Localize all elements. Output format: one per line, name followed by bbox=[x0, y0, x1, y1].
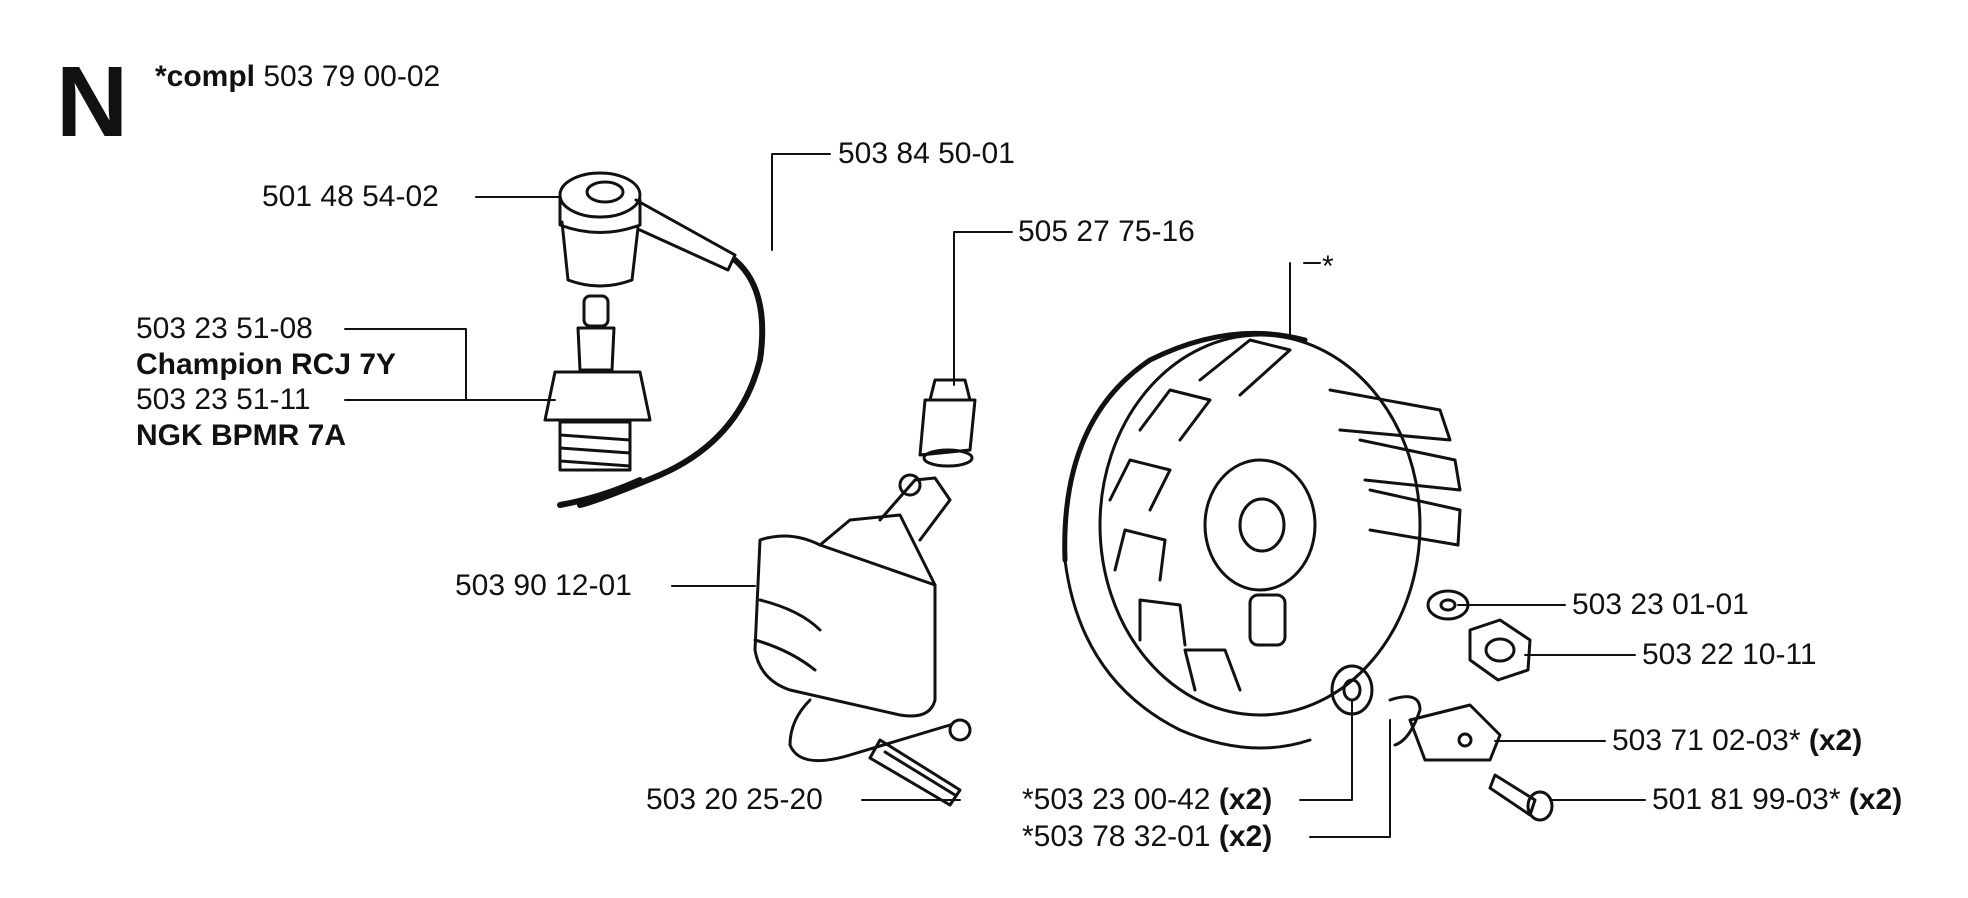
nut-drawing bbox=[1468, 618, 1532, 682]
callout-pawl-washer[interactable]: *503 23 00-42 (x2) bbox=[1022, 783, 1272, 817]
callout-plug-2-number[interactable]: 503 23 51-11 bbox=[136, 383, 311, 416]
ignition-module-drawing bbox=[753, 473, 972, 807]
leader-lines bbox=[344, 153, 1646, 838]
callout-lead-terminal[interactable]: 505 27 75-16 bbox=[1018, 215, 1195, 248]
spark-cap-drawing bbox=[558, 171, 737, 288]
pawl-spring-number: *503 78 32-01 bbox=[1022, 820, 1211, 853]
pawl-drawing bbox=[1408, 703, 1502, 762]
washer-drawing bbox=[1426, 589, 1470, 621]
callout-pawl-spring[interactable]: *503 78 32-01 (x2) bbox=[1022, 820, 1272, 854]
pawl-screw-qty: (x2) bbox=[1848, 783, 1903, 816]
complete-assembly-label: *compl 503 79 00-02 bbox=[155, 60, 440, 94]
callout-nut[interactable]: 503 22 10-11 bbox=[1642, 638, 1817, 671]
pawl-washer-qty: (x2) bbox=[1218, 783, 1273, 816]
callout-pawl-screw[interactable]: 501 81 99-03* (x2) bbox=[1652, 783, 1902, 817]
pawl-qty: (x2) bbox=[1808, 724, 1863, 757]
callout-ignition-module[interactable]: 503 90 12-01 bbox=[455, 569, 632, 602]
pawl-spring-drawing bbox=[1388, 695, 1422, 747]
callout-flywheel[interactable]: * bbox=[1322, 250, 1334, 283]
callout-plug-1-name: Champion RCJ 7Y bbox=[136, 348, 397, 381]
callout-spark-cap[interactable]: 501 48 54-02 bbox=[262, 180, 439, 213]
pawl-washer-drawing bbox=[1330, 664, 1374, 716]
pawl-number: 503 71 02-03* bbox=[1612, 724, 1801, 757]
compl-prefix: *compl bbox=[155, 60, 256, 93]
flywheel-drawing bbox=[1062, 330, 1462, 750]
compl-number: 503 79 00-02 bbox=[263, 60, 441, 93]
lead-terminal-drawing bbox=[918, 378, 977, 468]
callout-module-screw[interactable]: 503 20 25-20 bbox=[646, 783, 823, 816]
callout-pawl[interactable]: 503 71 02-03* (x2) bbox=[1612, 724, 1862, 758]
callout-plug-1-number[interactable]: 503 23 51-08 bbox=[136, 312, 313, 345]
section-letter: N bbox=[56, 46, 129, 158]
pawl-washer-number: *503 23 00-42 bbox=[1022, 783, 1211, 816]
pawl-screw-number: 501 81 99-03* bbox=[1652, 783, 1841, 816]
callout-ignition-lead[interactable]: 503 84 50-01 bbox=[838, 137, 1015, 170]
spark-plug-drawing bbox=[543, 294, 652, 472]
callout-washer[interactable]: 503 23 01-01 bbox=[1572, 588, 1749, 621]
pawl-spring-qty: (x2) bbox=[1218, 820, 1273, 853]
callout-plug-2-name: NGK BPMR 7A bbox=[136, 419, 347, 452]
